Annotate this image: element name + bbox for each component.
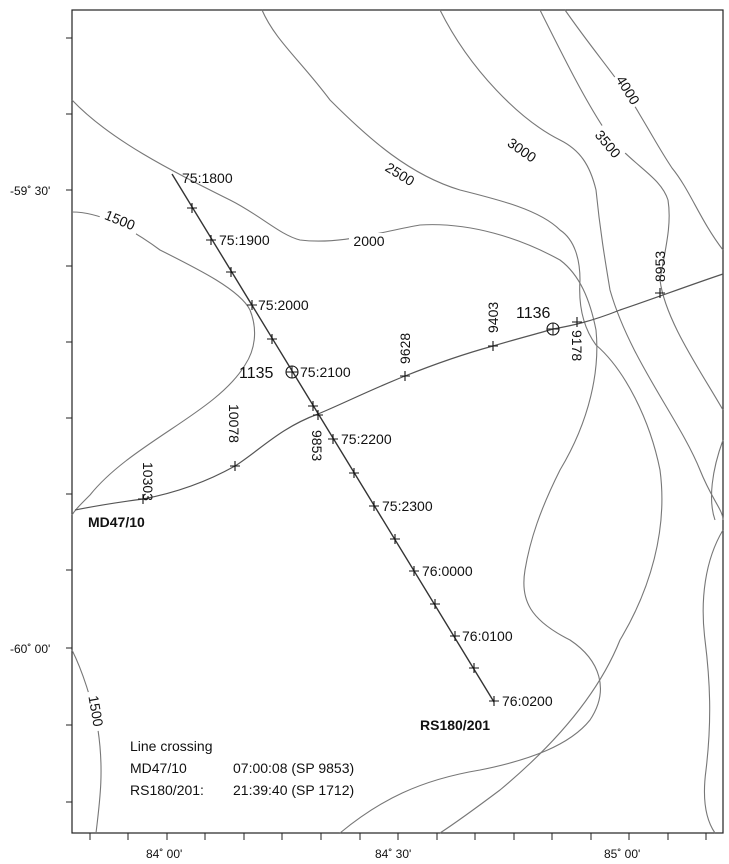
rs-time-label: 75:2300	[382, 498, 433, 514]
rs-time-label: 75:1800	[182, 170, 233, 186]
md47-shotpoint-labels: 10303 10078 9853 9628 9403 9178 8953	[140, 251, 668, 502]
rs180-ticks	[187, 203, 499, 706]
md-sp-label: 9628	[397, 333, 413, 364]
md-sp-label: 10078	[226, 404, 242, 443]
rs-time-label: 75:2100	[300, 364, 351, 380]
legend-title: Line crossing	[130, 738, 213, 754]
lon-label-3: 85˚ 00'	[604, 847, 640, 861]
contour-3000	[439, 9, 724, 521]
contour-1500-upper	[71, 211, 256, 516]
contour-2500	[261, 9, 663, 834]
md-sp-label: 8953	[652, 251, 668, 282]
contour-label-1500-lower: 1500	[85, 694, 106, 728]
contour-2000	[71, 99, 601, 834]
line-crossing-legend: Line crossing MD47/10 07:00:08 (SP 9853)…	[130, 738, 354, 798]
lat-label-2: -60˚ 00'	[10, 642, 50, 656]
md-sp-label: 9853	[309, 430, 325, 461]
md47-line-name: MD47/10	[88, 514, 145, 530]
contour-labels: 4000 3500 3000 2500 2000 1500 1500	[84, 70, 645, 733]
md47-ticks	[138, 288, 665, 504]
contour-label-1500-upper: 1500	[103, 207, 138, 234]
lat-label-1: -59˚ 30'	[10, 184, 50, 198]
rs180-line-name: RS180/201	[420, 717, 490, 733]
contour-lines	[71, 9, 724, 834]
contour-right-edge	[702, 529, 724, 834]
drill-sites: 1135 1136	[239, 305, 560, 382]
md-sp-label: 9403	[485, 302, 501, 333]
site-1135-label: 1135	[239, 365, 274, 382]
legend-row2-name: RS180/201:	[130, 782, 204, 798]
rs180-time-labels: 75:1800 75:1900 75:2000 75:2100 75:2200 …	[182, 170, 553, 709]
lon-ticks	[89, 833, 707, 840]
md-sp-label: 10303	[140, 462, 156, 501]
rs-time-label: 76:0000	[422, 563, 473, 579]
contour-1500-lower	[71, 649, 102, 834]
lon-label-2: 84˚ 30'	[375, 847, 411, 861]
contour-right-edge-2	[711, 439, 724, 521]
legend-row1-name: MD47/10	[130, 760, 187, 776]
contour-4000	[564, 9, 724, 251]
contour-3500	[539, 9, 724, 411]
rs-time-label: 75:1900	[219, 232, 270, 248]
site-1136-cross	[547, 323, 559, 335]
legend-row1-time: 07:00:08 (SP 9853)	[233, 760, 354, 776]
legend-row2-time: 21:39:40 (SP 1712)	[233, 782, 354, 798]
map-frame	[71, 9, 724, 834]
lon-label-1: 84˚ 00'	[146, 847, 182, 861]
site-1135-cross	[286, 366, 298, 378]
contour-label-2000: 2000	[353, 233, 384, 249]
rs-time-label: 76:0100	[462, 628, 513, 644]
md-sp-label: 9178	[569, 330, 585, 361]
rs-time-label: 75:2200	[341, 431, 392, 447]
lat-ticks	[66, 37, 72, 803]
rs-time-label: 76:0200	[502, 693, 553, 709]
md47-track	[74, 273, 724, 511]
site-1136-label: 1136	[516, 305, 551, 322]
rs-time-label: 75:2000	[258, 297, 309, 313]
